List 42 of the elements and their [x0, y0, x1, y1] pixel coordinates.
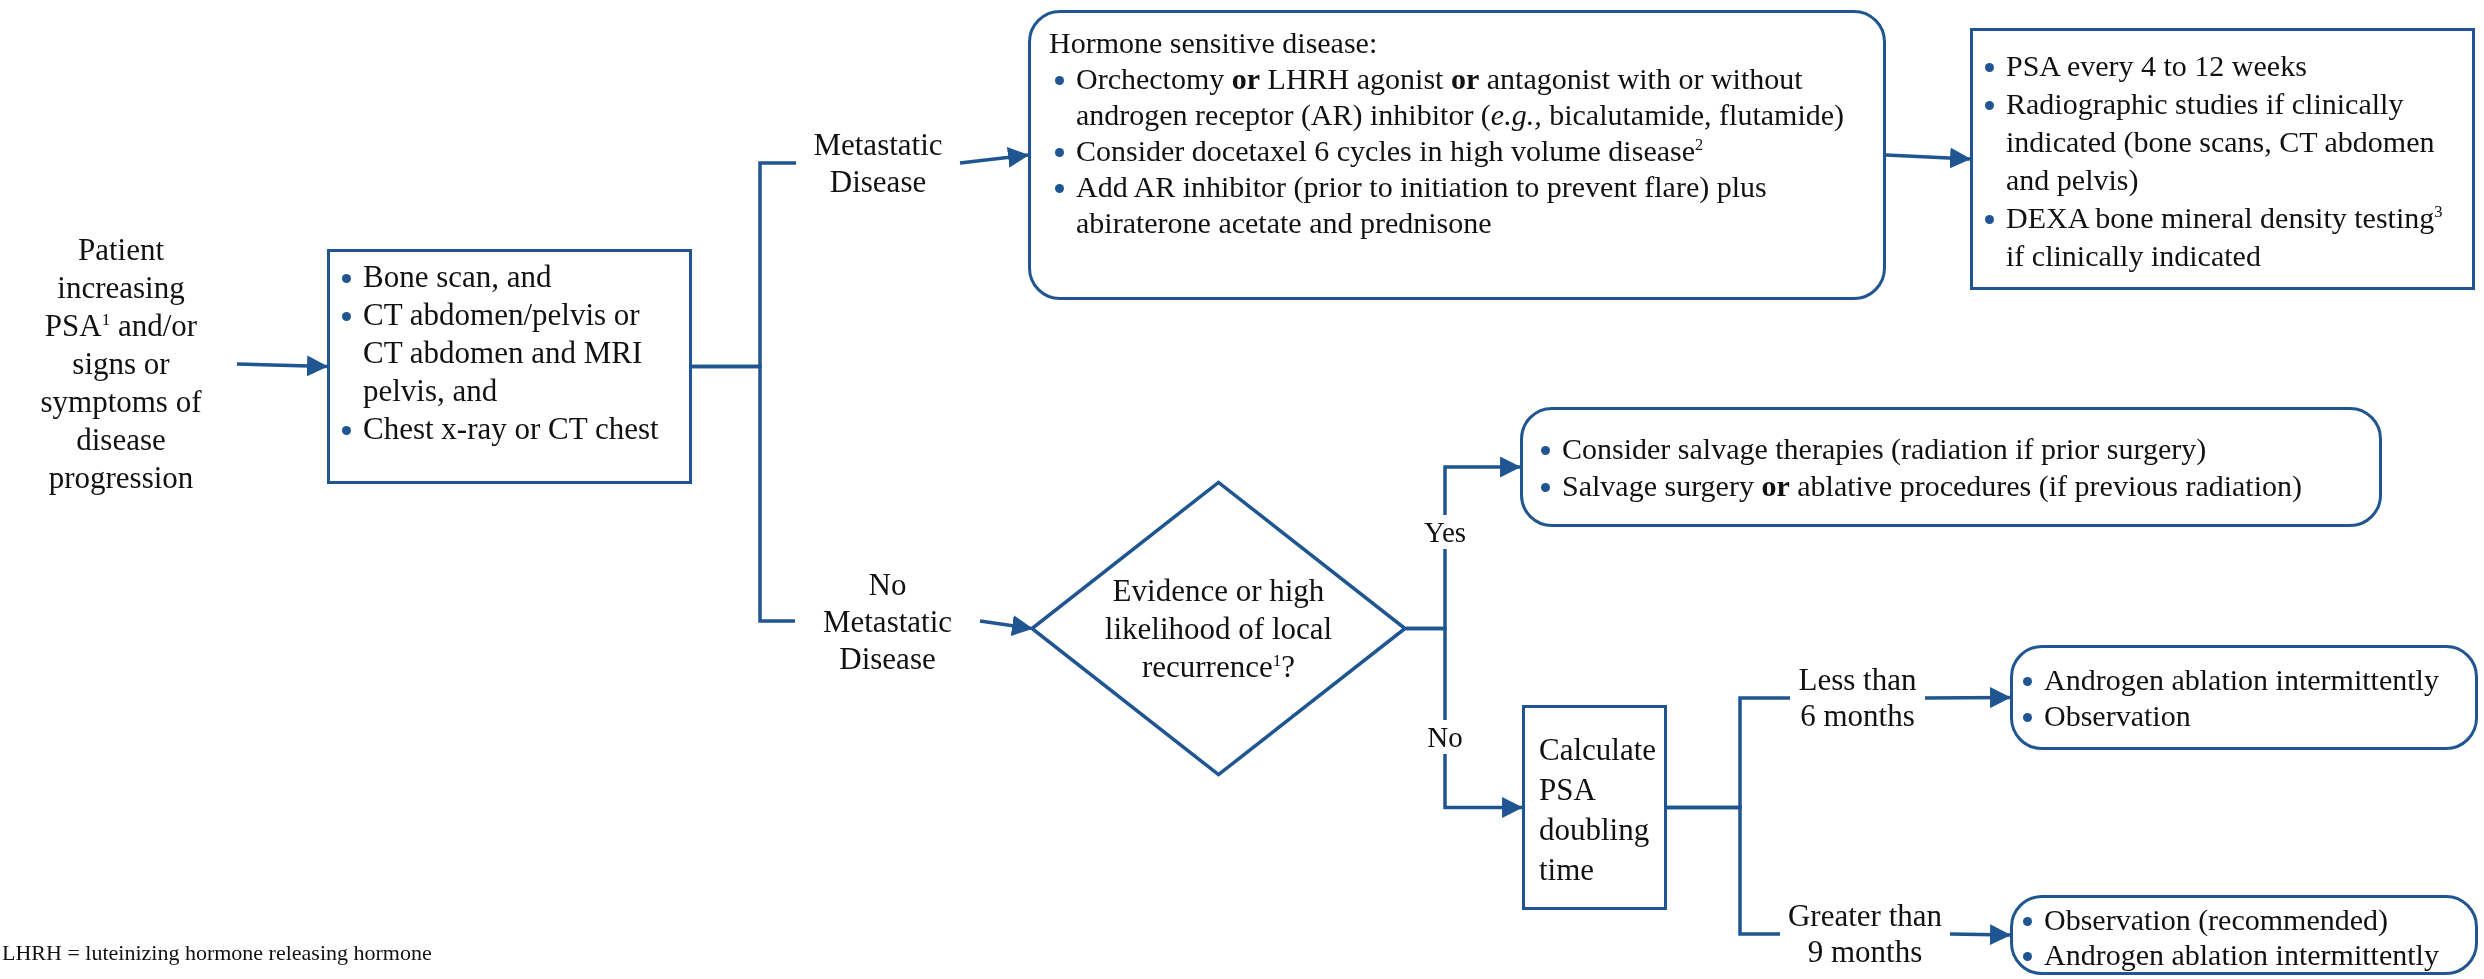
node-text: No Metastatic Disease	[821, 565, 954, 677]
bullet-item: Orchectomy or LHRH agonist or antagonist with or without androgen receptor (AR) inhibitor (e.g., bicalutamide, flutamide)	[1076, 61, 1846, 133]
treatment-box	[1520, 407, 2382, 527]
bullet-item: Androgen ablation intermittently	[2044, 662, 2439, 698]
decision-diamond	[1032, 480, 1405, 777]
process-box	[327, 249, 692, 484]
node-text: Less than 6 months	[1797, 662, 1918, 734]
node-text: Evidence or high likelihood of local recurrence$^{1}$?	[1103, 571, 1334, 686]
node-text: Calculate PSA doubling time	[1539, 731, 1658, 889]
bullet-item: Bone scan, and	[363, 258, 552, 296]
arrow	[236, 355, 329, 377]
node-text: Patient increasing PSA$^{1}$ and/or signs or symptoms of disease progression	[39, 231, 203, 497]
bullet-item: Observation	[2044, 698, 2191, 734]
bullet-item: Chest x-ray or CT chest	[363, 410, 659, 448]
bullet-item: CT abdomen/pelvis or CT abdomen and MRI pelvis, and	[363, 296, 644, 410]
node-text: Metastatic Disease	[812, 126, 944, 200]
arrow	[1949, 924, 2012, 946]
process-box	[1970, 28, 2475, 290]
process-box	[1522, 705, 1667, 910]
bullet-item: Androgen ablation intermittently	[2044, 937, 2439, 972]
arrow	[979, 615, 1034, 637]
bullet-item: Consider salvage therapies (radiation if prior surgery)	[1562, 431, 2207, 467]
connector-line	[1667, 805, 1780, 936]
treatment-box	[2010, 895, 2478, 975]
box-heading: Hormone sensitive disease:	[1049, 25, 1379, 61]
edge-label: No	[1425, 720, 1465, 754]
bullet-item: Salvage surgery or ablative procedures (if previous radiation)	[1562, 468, 2303, 504]
arrow	[959, 146, 1030, 168]
bullet-item: Observation (recommended)	[2044, 902, 2389, 937]
arrow	[1405, 626, 1524, 818]
footnote: LHRH = luteinizing hormone releasing hormone	[2, 940, 432, 966]
treatment-box	[1028, 10, 1886, 300]
bullet-item: DEXA bone mineral density testing$^{3}$ if clinically indicated	[2006, 200, 2444, 274]
treatment-box	[2010, 645, 2478, 750]
bullet-item: Radiographic studies if clinically indicated (bone scans, CT abdomen and pelvis)	[2006, 86, 2436, 198]
node-text: Greater than 9 months	[1786, 898, 1943, 970]
arrow	[1925, 687, 2012, 709]
arrow	[1885, 147, 1972, 169]
connector-line	[692, 364, 795, 623]
bullet-item: PSA every 4 to 12 weeks	[2006, 48, 2307, 84]
bullet-item: Consider docetaxel 6 cycles in high volume disease$^{2}$	[1076, 133, 1704, 169]
bullet-item: Add AR inhibitor (prior to initiation to prevent flare) plus abiraterone acetate and prednisone	[1076, 169, 1768, 241]
